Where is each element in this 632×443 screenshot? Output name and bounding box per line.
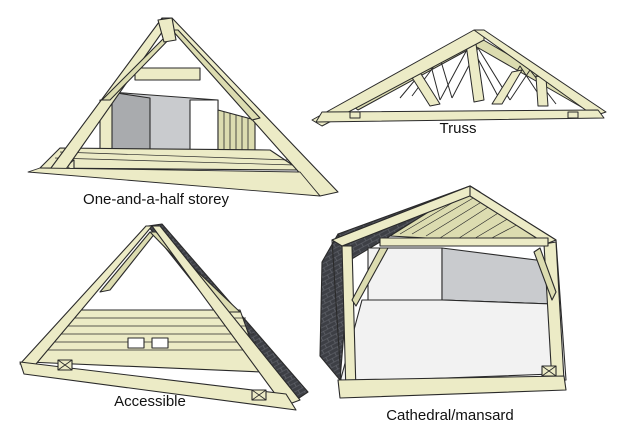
- one-and-half-storey-illustration: [27, 17, 339, 197]
- accessible-illustration: [19, 223, 309, 411]
- label-accessible: Accessible: [114, 393, 186, 410]
- label-one-and-half-storey: One-and-a-half storey: [83, 191, 229, 208]
- cathedral-mansard-illustration: [319, 185, 567, 399]
- label-truss: Truss: [440, 120, 477, 137]
- truss-illustration: [311, 29, 607, 127]
- label-cathedral-mansard: Cathedral/mansard: [386, 407, 514, 424]
